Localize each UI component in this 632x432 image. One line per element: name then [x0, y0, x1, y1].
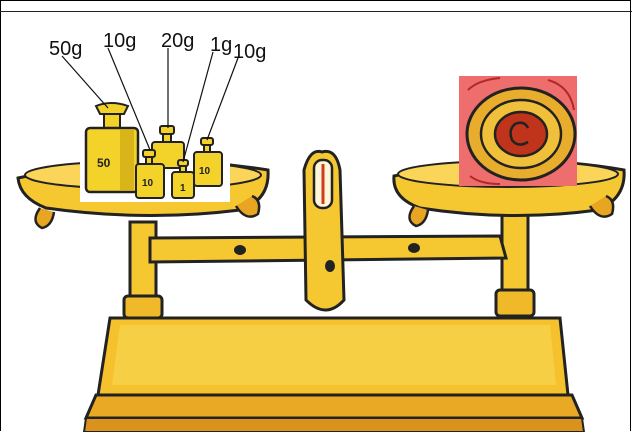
right-post	[494, 212, 536, 320]
scale-base	[82, 316, 586, 432]
weight-1g	[171, 159, 195, 199]
label-10g-first: 10g	[103, 30, 137, 52]
label-10g-second: 10g	[233, 41, 267, 63]
weight-10g-left	[135, 149, 165, 199]
label-20g: 20g	[161, 30, 195, 52]
weight-50g	[84, 102, 140, 194]
center-column	[302, 149, 346, 312]
marking-10-right: 10	[199, 166, 211, 177]
weight-10g-right	[193, 137, 223, 187]
left-post	[122, 220, 164, 320]
label-1g: 1g	[210, 34, 233, 56]
round-object-icon	[459, 76, 577, 186]
marking-10-left: 10	[142, 178, 154, 189]
top-divider	[0, 0, 632, 12]
marking-1: 1	[180, 183, 186, 194]
marking-50: 50	[97, 156, 111, 170]
weights-set-icon: 50 10 1 10	[80, 102, 230, 202]
label-leader-lines	[61, 47, 239, 163]
label-50g: 50g	[49, 38, 83, 60]
